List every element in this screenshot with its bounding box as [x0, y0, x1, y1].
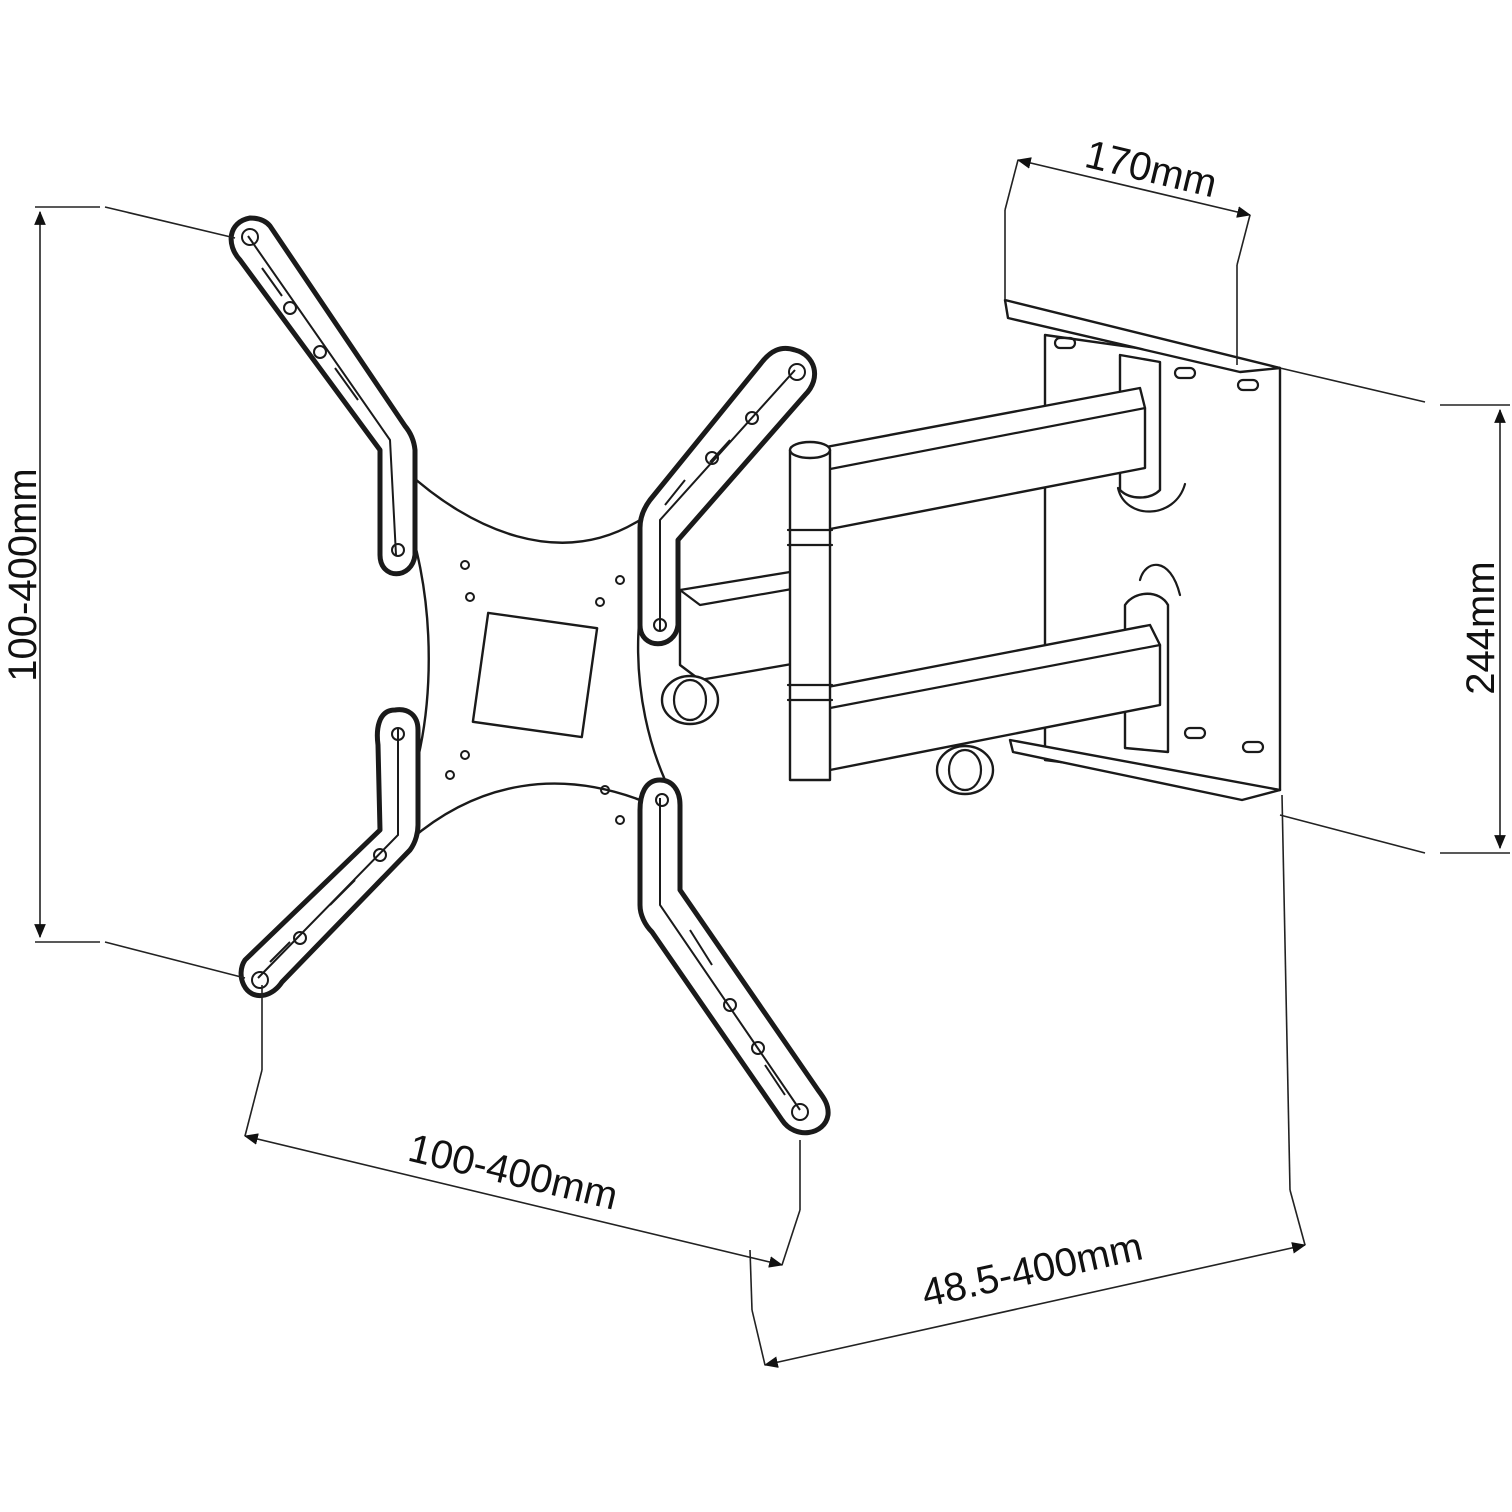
vesa-mounting-holes [445, 560, 625, 825]
mount-slot [1236, 378, 1260, 392]
label-vesa-vertical: 100-400mm [1, 468, 45, 681]
mount-slot [1183, 726, 1207, 740]
vesa-center-cutout [471, 611, 599, 739]
vesa-arm-top-left [228, 215, 418, 577]
vesa-plate [393, 468, 667, 842]
dimension-arm-extension: 48.5-400mm [749, 794, 1307, 1368]
label-vesa-horizontal: 100-400mm [404, 1126, 622, 1219]
label-wall-height: 244mm [1459, 561, 1503, 694]
vesa-arm-top-right [637, 345, 817, 647]
wall-plate-top-flange [1003, 298, 1282, 374]
articulating-arms [660, 386, 1162, 796]
mount-slot [1173, 366, 1197, 380]
pivot-ring [935, 744, 995, 796]
vesa-arm-bottom-right [637, 777, 831, 1136]
vesa-arm-bottom-left [238, 707, 421, 999]
label-arm-extension: 48.5-400mm [918, 1225, 1147, 1317]
mount-slot [1241, 740, 1265, 754]
dimension-wall-height: 244mm [1279, 367, 1510, 854]
mount-slot [1053, 336, 1077, 350]
pivot-ring [660, 674, 720, 726]
dimension-vesa-vertical: 100-400mm [1, 206, 246, 979]
wall-plate-bottom-flange [1008, 738, 1282, 802]
label-wall-width: 170mm [1081, 132, 1221, 206]
pivot-column [788, 448, 832, 782]
